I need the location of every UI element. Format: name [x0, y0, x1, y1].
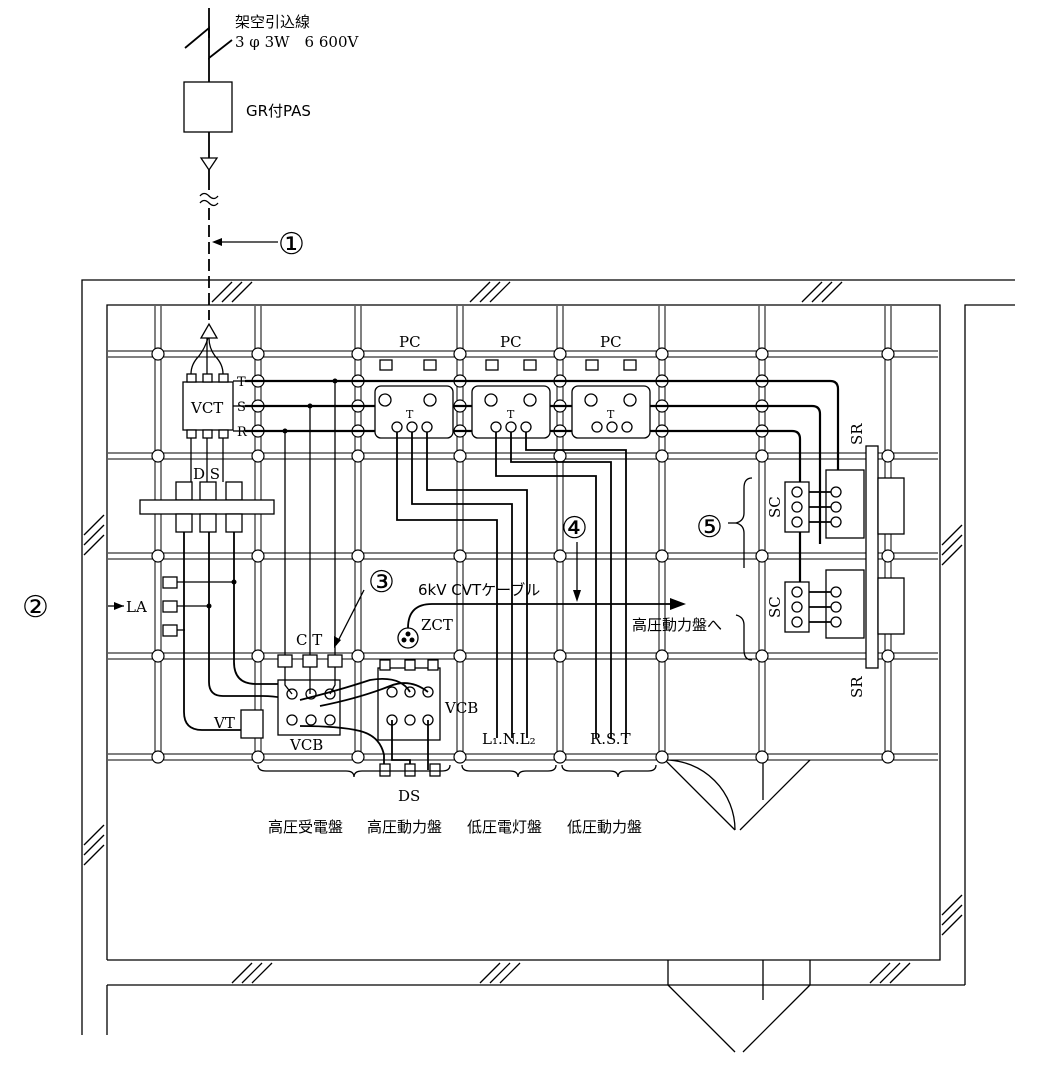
frame-clamp: [881, 347, 895, 361]
building-walls: [81, 279, 1015, 1053]
vcb-power-label: VCB: [444, 699, 478, 717]
frame-clamp: [881, 449, 895, 463]
frame-clamp: [881, 649, 895, 663]
frame-clamp: [453, 347, 467, 361]
frame-clamp: [755, 449, 769, 463]
door-outer: [667, 960, 811, 1053]
sr-1-label: SR: [848, 423, 866, 445]
frame-clamp: [755, 549, 769, 563]
sc-1-label: SC: [766, 496, 784, 518]
pc-2-label: PC: [500, 333, 522, 351]
frame-clamp: [351, 649, 365, 663]
frame-clamp: [755, 649, 769, 663]
frame-clamp: [553, 649, 567, 663]
phase-s-label: S: [237, 400, 246, 415]
panel-label-hv-power: 高圧動力盤: [367, 818, 442, 836]
zct: [397, 598, 686, 649]
callout-3: ③: [368, 565, 395, 600]
vct: [182, 322, 245, 439]
zct-label: ZCT: [421, 616, 453, 634]
frame-clamp: [151, 449, 165, 463]
sr-2-label: SR: [848, 676, 866, 698]
frame-clamp: [151, 750, 165, 764]
frame-clamp: [755, 750, 769, 764]
callout-2: ②: [22, 590, 49, 625]
incoming-line: [183, 8, 278, 320]
frame-clamp: [351, 549, 365, 563]
frame-clamp: [151, 347, 165, 361]
frame-clamp: [351, 449, 365, 463]
frame-clamp: [655, 649, 669, 663]
frame-clamp: [655, 347, 669, 361]
frame-clamp: [881, 549, 895, 563]
ds-upper-label: D S: [193, 465, 220, 483]
vcb-power: [299, 659, 441, 777]
frame-clamp: [453, 449, 467, 463]
frame-clamp: [655, 549, 669, 563]
pc-1-label: PC: [399, 333, 421, 351]
frame-clamp: [453, 549, 467, 563]
door-inner: [664, 759, 811, 831]
cable-label: 6kV CVTケーブル: [418, 581, 540, 599]
panel-label-lv-lighting: 低圧電灯盤: [467, 818, 542, 836]
frame-clamp: [453, 649, 467, 663]
support-frame: [108, 306, 938, 764]
pas-label: GR付PAS: [246, 102, 311, 120]
vt-label: VT: [213, 714, 235, 732]
cable-head-icon: [199, 157, 219, 172]
frame-clamp: [151, 649, 165, 663]
frame-clamp: [251, 549, 265, 563]
cable-break-icon: [199, 192, 219, 200]
frame-clamp: [655, 449, 669, 463]
vcb-receiving-label: VCB: [289, 736, 323, 754]
ct-label: C T: [296, 631, 322, 649]
frame-clamp: [655, 750, 669, 764]
frame-clamp: [351, 347, 365, 361]
ds-upper: [139, 438, 275, 533]
frame-clamp: [251, 750, 265, 764]
panel-label-lv-power: 低圧動力盤: [567, 818, 642, 836]
transformer-3-label: T: [607, 408, 615, 421]
incoming-line-spec: 3 φ 3W 6 600V: [235, 33, 359, 51]
frame-clamp: [755, 347, 769, 361]
callout-4: ④: [561, 511, 588, 546]
sc-sr-group: [728, 445, 905, 669]
panel-label-hv-receiving: 高圧受電盤: [268, 818, 343, 836]
frame-clamp: [553, 750, 567, 764]
transformer-2-label: T: [507, 408, 515, 421]
frame-clamp: [151, 549, 165, 563]
pc-3-label: PC: [600, 333, 622, 351]
frame-clamp: [553, 549, 567, 563]
frame-clamp: [251, 649, 265, 663]
incoming-line-title: 架空引込線: [235, 13, 310, 31]
power-lines-label: R.S.T: [590, 730, 631, 748]
vcb-receiving: [277, 667, 341, 736]
frame-clamp: [553, 449, 567, 463]
pas-box: [183, 81, 233, 133]
ds-lower-label: DS: [398, 787, 420, 805]
vt-box: [240, 709, 264, 739]
lighting-lines-label: L₁.N.L₂: [482, 730, 536, 748]
la-label: LA: [126, 598, 147, 616]
to-power-panel-label: 高圧動力盤へ: [632, 616, 722, 634]
phase-r-label: R: [237, 425, 248, 440]
vct-label: VCT: [190, 399, 223, 417]
callout-5: ⑤: [696, 510, 723, 545]
frame-clamp: [351, 750, 365, 764]
frame-clamp: [251, 449, 265, 463]
frame-clamp: [453, 750, 467, 764]
frame-clamp: [553, 347, 567, 361]
frame-clamp: [251, 347, 265, 361]
sc-2-label: SC: [766, 596, 784, 618]
pc-transformers: [374, 359, 651, 439]
low-voltage-wiring: [396, 432, 627, 738]
panel-braces: [257, 764, 657, 778]
phase-t-label: T: [237, 375, 246, 390]
callout-1: ①: [278, 227, 305, 262]
frame-clamp: [881, 750, 895, 764]
transformer-1-label: T: [406, 408, 414, 421]
ct-group: [277, 378, 365, 668]
